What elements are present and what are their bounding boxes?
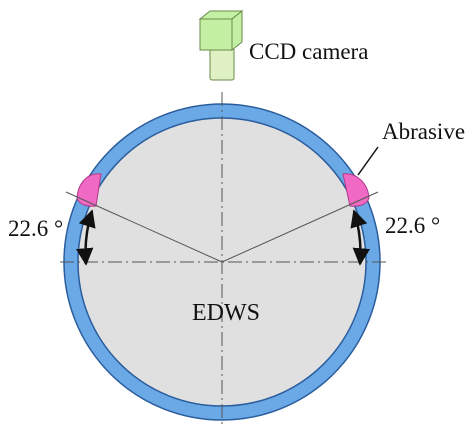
angle-label-right: 22.6 ° [385,213,441,238]
edws-label: EDWS [192,300,260,326]
radial-line-left [65,191,223,263]
abrasive-pad-right [342,173,370,207]
camera-lens [209,47,235,81]
camera-front-face [199,18,233,51]
ccd-camera-label: CCD camera [249,39,369,64]
angle-arrow-right [350,209,371,266]
abrasive-leader-line [357,146,379,176]
angle-arrow-left [75,209,96,266]
abrasive-pad-left [76,173,102,207]
angle-label-left: 22.6 ° [8,216,64,241]
abrasive-label: Abrasive [382,119,466,144]
ccd-camera-icon [198,9,244,81]
radial-line-right [221,191,379,263]
